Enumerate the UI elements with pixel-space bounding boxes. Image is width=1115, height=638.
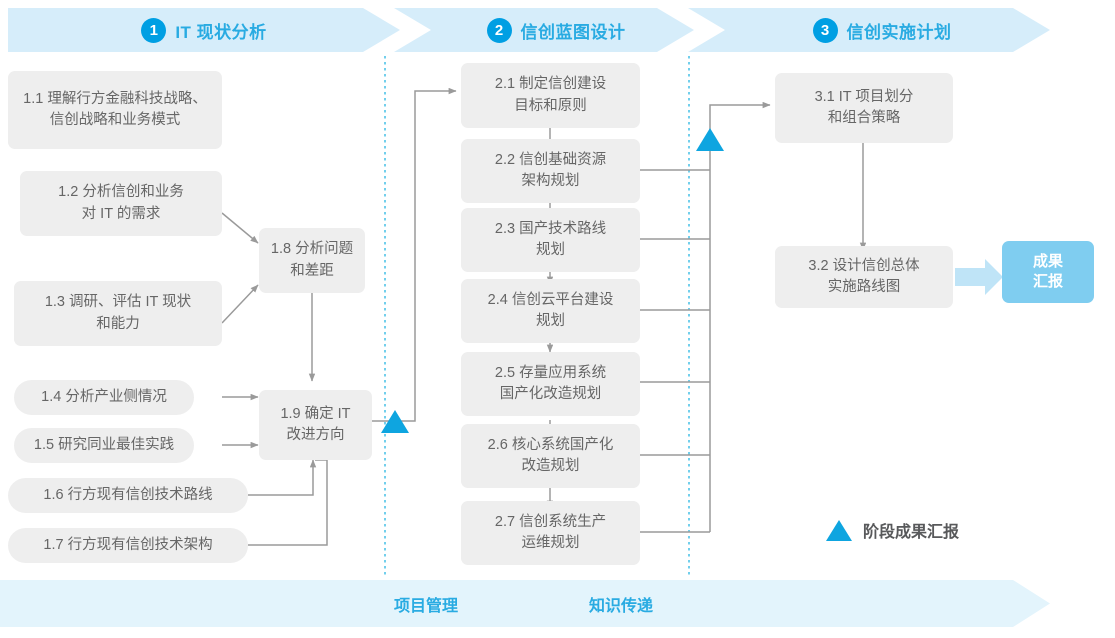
edge-17-to-19 [248, 459, 328, 546]
node-2-2[interactable]: 2.2 信创基础资源 架构规划 [461, 139, 640, 203]
footer-band-shape [0, 580, 1050, 627]
footer-item-knowledge-transfer: 知识传递 [589, 580, 653, 627]
phase-band-2-shape [394, 8, 694, 52]
node-3-2[interactable]: 3.2 设计信创总体 实施路线图 [775, 246, 953, 308]
node-1-9[interactable]: 1.9 确定 IT 改进方向 [259, 390, 372, 460]
node-1-2[interactable]: 1.2 分析信创和业务 对 IT 的需求 [20, 171, 222, 236]
footer-label-1: 项目管理 [394, 597, 459, 615]
edge-13-to-18 [221, 284, 259, 324]
edge-rail-to-31 [709, 101, 771, 532]
node-1-5[interactable]: 1.5 研究同业最佳实践 [14, 428, 194, 463]
node-2-5[interactable]: 2.5 存量应用系统 国产化改造规划 [461, 352, 640, 416]
milestone-triangle-phase1 [381, 410, 409, 433]
node-1-6[interactable]: 1.6 行方现有信创技术路线 [8, 478, 248, 513]
node-2-1[interactable]: 2.1 制定信创建设 目标和原则 [461, 63, 640, 128]
phase-2-number: 2 [486, 17, 512, 43]
phase-band-1: 1 IT 现状分析 [8, 8, 400, 52]
phase-band-2: 2 信创蓝图设计 [394, 8, 694, 52]
phase-3-label: 信创实施计划 [846, 22, 952, 42]
node-1-3[interactable]: 1.3 调研、评估 IT 现状 和能力 [14, 281, 222, 346]
triangle-icon [826, 519, 852, 541]
phase-3-number: 3 [812, 17, 838, 43]
node-1-7[interactable]: 1.7 行方现有信创技术架构 [8, 528, 248, 563]
footer-item-project-management: 项目管理 [394, 580, 458, 627]
phase-1-number: 1 [141, 17, 167, 43]
footer-label-2: 知识传递 [589, 597, 654, 615]
legend-label: 阶段成果汇报 [863, 524, 960, 541]
phase-band-3-shape [688, 8, 1050, 52]
node-2-6[interactable]: 2.6 核心系统国产化 改造规划 [461, 424, 640, 488]
result-chip[interactable]: 成果 汇报 [1002, 241, 1094, 303]
milestone-triangle-phase2 [696, 128, 724, 151]
result-arrow-icon [955, 259, 1003, 295]
edge-16-to-19 [248, 459, 317, 496]
node-1-1[interactable]: 1.1 理解行方金融科技战略、 信创战略和业务模式 [8, 71, 222, 149]
phase-2-label: 信创蓝图设计 [520, 22, 626, 42]
node-1-4[interactable]: 1.4 分析产业侧情况 [14, 380, 194, 415]
node-2-4[interactable]: 2.4 信创云平台建设 规划 [461, 279, 640, 343]
node-1-8[interactable]: 1.8 分析问题 和差距 [259, 228, 365, 293]
node-2-3[interactable]: 2.3 国产技术路线 规划 [461, 208, 640, 272]
phase-band-3: 3 信创实施计划 [688, 8, 1050, 52]
phase-1-label: IT 现状分析 [175, 22, 267, 42]
legend: 阶段成果汇报 [826, 518, 959, 542]
phase-band-1-shape [8, 8, 400, 52]
node-2-7[interactable]: 2.7 信创系统生产 运维规划 [461, 501, 640, 565]
node-3-1[interactable]: 3.1 IT 项目划分 和组合策略 [775, 73, 953, 143]
edge-12-to-18 [221, 212, 259, 244]
